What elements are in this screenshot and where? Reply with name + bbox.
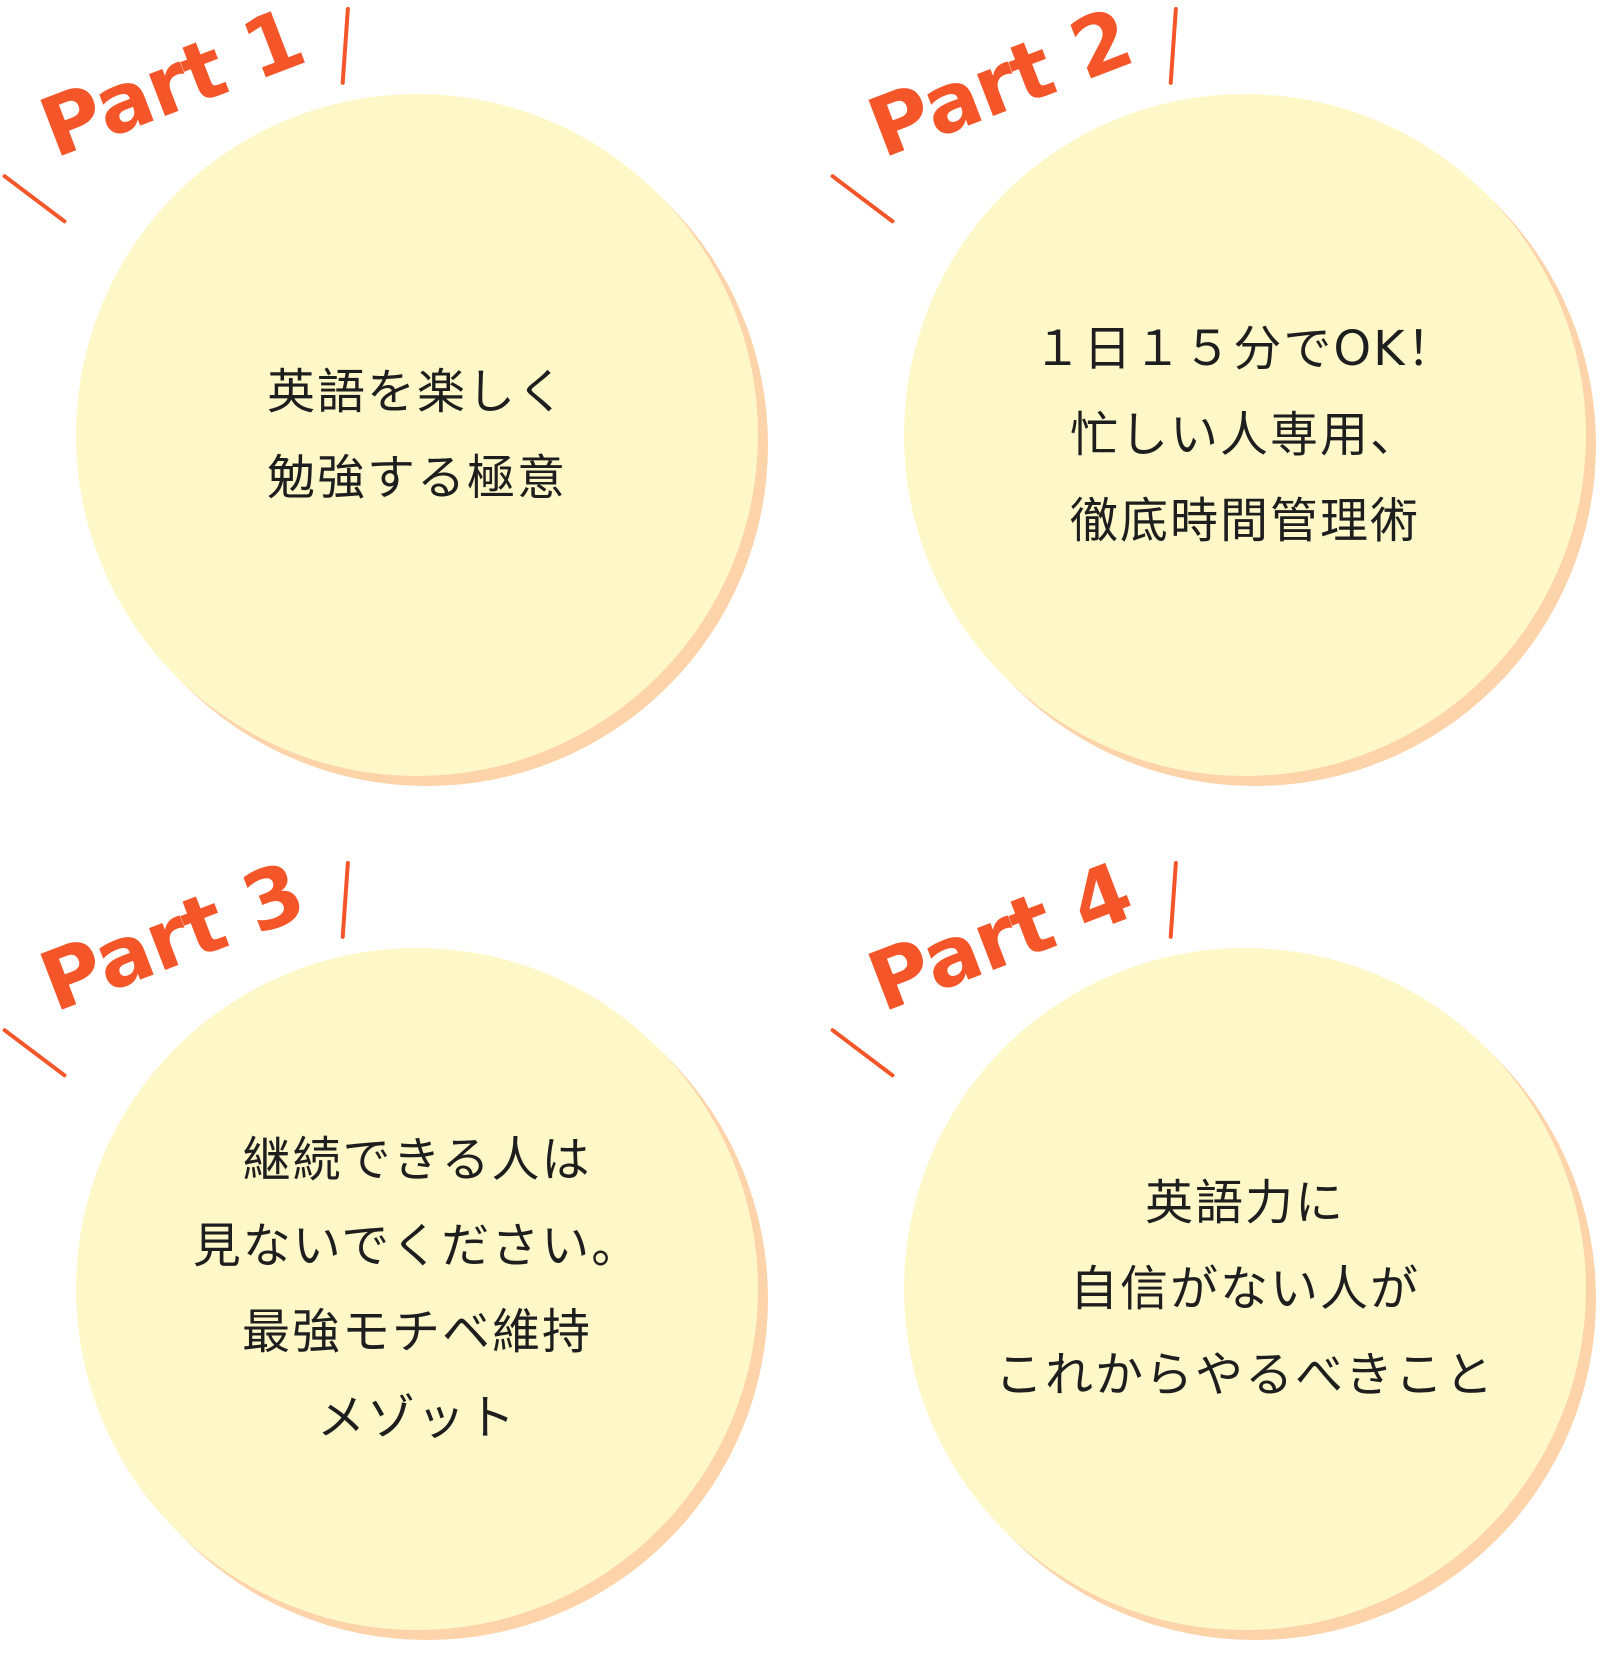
accent-slash-left [1,1027,68,1079]
part-4-card[interactable]: Part 4 英語力に 自信がない人が これからやるべきこと [828,845,1600,1654]
part-1-card[interactable]: Part 1 英語を楽しく 勉強する極意 [0,0,800,800]
circle: 継続できる人は 見ないでください。 最強モチベ維持 メゾット [76,948,758,1630]
accent-slash-right [340,6,350,85]
part-title: 英語を楽しく 勉強する極意 [266,364,567,506]
accent-slash-left [829,173,896,225]
part-title: 英語力に 自信がない人が これからやるべきこと [994,1175,1495,1403]
part-title: 継続できる人は 見ないでください。 最強モチベ維持 メゾット [192,1132,642,1446]
circle: 英語力に 自信がない人が これからやるべきこと [904,948,1586,1630]
circle: １日１５分でOK！ 忙しい人専用、 徹底時間管理術 [904,94,1586,776]
part-3-card[interactable]: Part 3 継続できる人は 見ないでください。 最強モチベ維持 メゾット [0,845,800,1654]
accent-slash-left [829,1027,896,1079]
accent-slash-left [1,173,68,225]
circle: 英語を楽しく 勉強する極意 [76,94,758,776]
part-title: １日１５分でOK！ 忙しい人専用、 徹底時間管理術 [1033,321,1457,549]
accent-slash-right [340,860,350,939]
accent-slash-right [1168,6,1178,85]
part-2-card[interactable]: Part 2 １日１５分でOK！ 忙しい人専用、 徹底時間管理術 [828,0,1600,800]
accent-slash-right [1168,860,1178,939]
